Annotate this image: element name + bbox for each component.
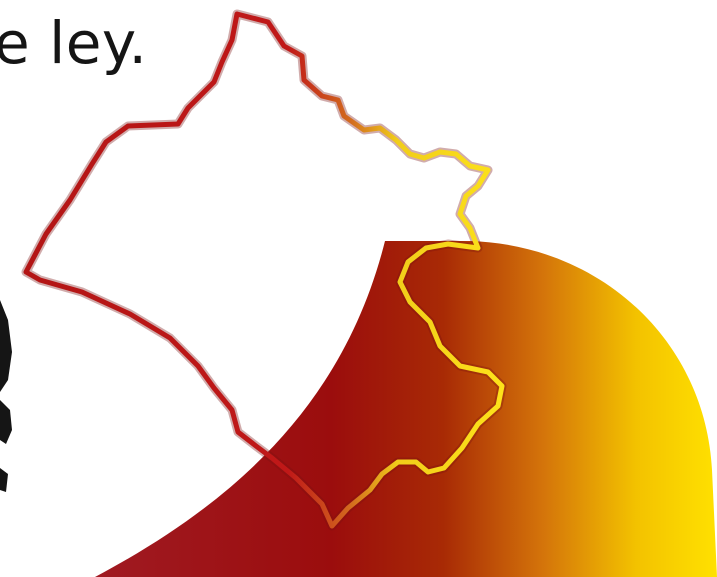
gradient-swoosh-shape bbox=[95, 241, 717, 577]
letter-fragment-bottom bbox=[0, 468, 8, 492]
letter-fragment-upper bbox=[0, 300, 12, 392]
caption-text: e ley. bbox=[0, 9, 148, 77]
letter-fragment-lower bbox=[0, 400, 12, 444]
region-outline bbox=[23, 11, 505, 529]
